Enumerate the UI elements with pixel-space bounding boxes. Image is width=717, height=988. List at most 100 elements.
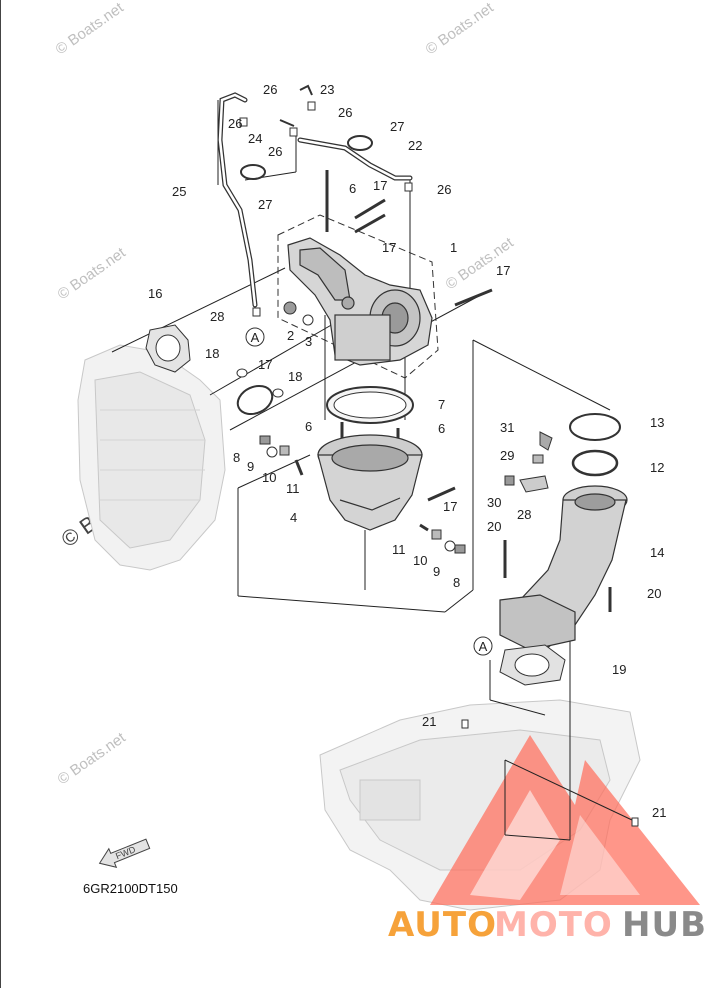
callout: 20 [647,586,661,601]
callout: 21 [652,805,666,820]
callout: 9 [433,564,440,579]
nut-10 [279,445,290,456]
plug-2 [283,301,297,315]
forward-direction-arrow: FWD [98,838,151,868]
bolt-17 [354,213,386,234]
hose-22 [297,137,413,181]
callout: 26 [263,82,277,97]
nut-8 [259,435,271,445]
pin-21 [461,719,469,729]
o-ring-16 [236,384,274,416]
callout: 26 [338,105,352,120]
svg-text:A: A [251,330,260,345]
exhaust-elbow-14 [499,485,628,651]
callout: 11 [392,542,406,557]
exhaust-manifold-1 [287,237,433,366]
callout: 23 [320,82,334,97]
brand-text-moto: MOTO [494,905,613,945]
callout: 9 [247,459,254,474]
callout: 26 [437,182,451,197]
bracket-parts [504,431,553,493]
fitting-26 [307,101,316,111]
fitting-26 [289,127,298,137]
brand-text-hub: HUB [622,905,707,945]
callout: 8 [233,450,240,465]
o-ring-12 [571,449,619,477]
callout: 27 [390,119,404,134]
callout: 20 [487,519,501,534]
pin-21 [631,817,639,827]
washer-9 [266,446,278,458]
fitting-26 [252,307,261,317]
fitting-26 [239,117,248,127]
bolt-11 [419,523,429,532]
bolt-30 [504,475,515,486]
callout: 18 [205,346,219,361]
svg-text:FWD: FWD [114,844,137,861]
joint-24 [279,119,295,127]
engine-block-outline [77,344,226,571]
callout: 10 [413,553,427,568]
gasket-15 [145,324,191,373]
watermark-text: © Boats.net [423,0,498,58]
callout: 17 [382,240,396,255]
watermark-text: © Boats.net [55,244,130,303]
bolts [325,170,493,502]
callout: 26 [268,144,282,159]
callout: 26 [228,116,242,131]
callout: 1 [450,240,457,255]
joint-23 [299,84,313,96]
callout: 6 [438,421,445,436]
bolt-17 [427,486,456,502]
callout: 16 [148,286,162,301]
callout: 17 [373,178,387,193]
callout: 24 [248,131,262,146]
watermark-text: © Boats.net [53,0,128,58]
callout: 28 [517,507,531,522]
bracket-28 [519,475,549,493]
callout: 4 [290,510,297,525]
washer-18 [272,388,284,398]
callout: 25 [172,184,186,199]
brand-triangle-logo [430,735,700,905]
bolt-11 [294,459,304,476]
callout: 28 [210,309,224,324]
callout: 11 [286,481,300,496]
exhaust-pipe-4 [317,434,423,531]
callout: 18 [288,369,302,384]
nut-8 [454,544,466,554]
callout: 2 [287,328,294,343]
callout: 8 [453,575,460,590]
callout: 13 [650,415,664,430]
callout: 29 [500,448,514,463]
washer-9 [444,540,456,552]
brand-text-auto: AUTO [388,905,497,945]
callout: 6 [305,419,312,434]
brand-wordmark: AUTO MOTO HUB [388,905,707,945]
fitting-26 [404,182,413,192]
callout: 21 [422,714,436,729]
callout: 7 [438,397,445,412]
callout: 22 [408,138,422,153]
gasket-3 [302,314,314,326]
washer-18 [236,368,248,378]
connector-marker-a: A [473,636,493,656]
callout: 27 [258,197,272,212]
connector-marker-a: A [245,327,265,347]
bolt-17 [354,198,386,220]
clip-29 [532,454,544,464]
callout: 6 [349,181,356,196]
nut-10 [431,529,442,540]
callout: 30 [487,495,501,510]
diagram-part-code: 6GR2100DT150 [83,881,178,896]
fasteners-left [259,435,304,476]
fasteners-right [419,523,466,554]
assembly-dashed-outline [277,214,439,379]
callout: 3 [305,334,312,349]
clamp-27 [347,135,373,151]
o-ring-13 [569,413,621,441]
bolt-17 [454,288,493,307]
callout-labels: 26 23 26 26 24 27 26 22 25 6 17 26 27 17… [148,82,666,820]
